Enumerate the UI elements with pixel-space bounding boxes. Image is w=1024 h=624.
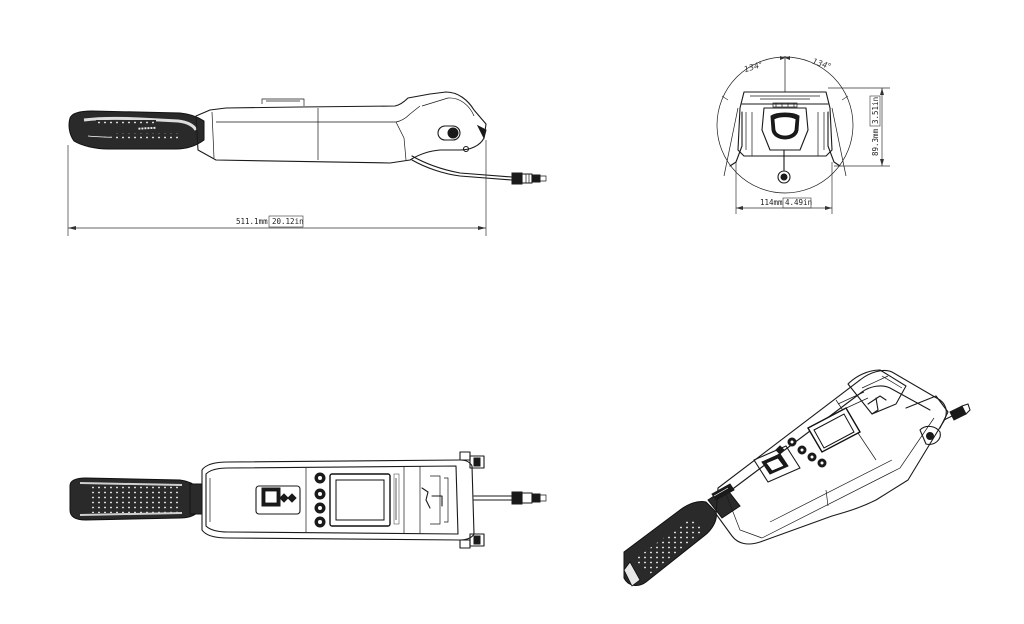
front-view-angle-right: 134°: [811, 57, 832, 72]
svg-text:▪▪▪▪▪▪: ▪▪▪▪▪▪: [138, 125, 156, 132]
front-view-housing: [729, 91, 841, 184]
side-view-length-dimension: 511.1mm 20.12in: [67, 140, 487, 236]
front-view-width-in: 4.49in: [785, 198, 812, 207]
front-view-width-dimension: 114mm 4.49in: [735, 162, 833, 214]
isometric-view-grip: [623, 487, 741, 587]
top-view-body: [201, 451, 547, 549]
front-view-height-mm: 89.3mm: [871, 128, 880, 156]
isometric-view-body: [711, 369, 971, 545]
side-view: ▪▪▪▪▪▪: [67, 91, 547, 236]
front-view-angle-left: 134°: [743, 60, 764, 75]
side-view-length-mm: 511.1mm: [236, 217, 268, 226]
side-view-grip: ▪▪▪▪▪▪: [68, 110, 205, 150]
side-view-body: [195, 91, 547, 185]
isometric-view: [623, 369, 971, 587]
top-view: [69, 451, 547, 549]
front-view-height-dimension: 89.3mm 3.51in: [828, 87, 890, 167]
front-view-height-in: 3.51in: [871, 97, 880, 124]
top-view-grip: [69, 477, 203, 521]
front-view: 134° 134°: [716, 56, 890, 214]
front-view-width-mm: 114mm: [760, 198, 783, 207]
side-view-length-in: 20.12in: [272, 217, 304, 226]
